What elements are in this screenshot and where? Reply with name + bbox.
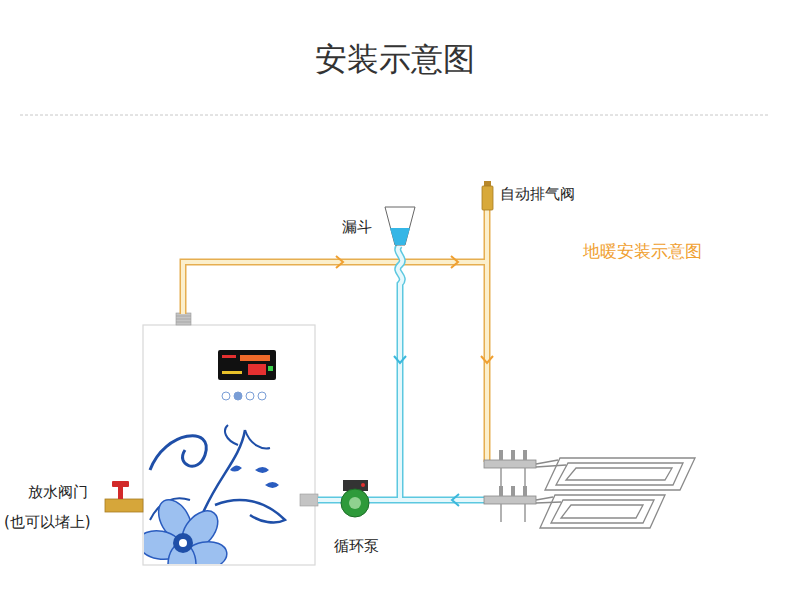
floor-heating-coils-part: [536, 465, 566, 467]
floor-heating-coils-part: [561, 505, 643, 518]
hot-supply-pipe-part: [485, 208, 489, 462]
boiler-part: [225, 425, 270, 448]
manifold-part: [499, 486, 503, 496]
boiler-part: [218, 350, 276, 380]
valve-note: (也可以堵上): [4, 513, 91, 531]
title-divider: [20, 115, 770, 116]
boiler-part: [144, 425, 285, 564]
boiler-part: [176, 319, 191, 320]
funnel-part: [390, 228, 410, 245]
title-divider-part: [20, 115, 770, 116]
floor-heating-coils-part: [536, 460, 558, 464]
air-vent: [482, 181, 493, 210]
hot-supply-pipe-part: [481, 356, 493, 363]
floor-heating-coils-part: [536, 497, 553, 500]
boiler-part: [179, 539, 187, 547]
floor-heating-coils-part: [566, 468, 672, 480]
section-note: 地暖安装示意图: [583, 241, 702, 261]
circulation-pump-part: [361, 483, 365, 487]
manifold-part: [523, 450, 527, 460]
boiler-part: [240, 355, 270, 361]
return-pipe-part: [398, 245, 403, 500]
boiler-part: [150, 436, 206, 470]
manifold-part: [524, 504, 526, 522]
manifold-part: [484, 496, 536, 504]
boiler-part: [176, 322, 191, 323]
air-vent-part: [482, 186, 493, 210]
return-pipe: [318, 245, 484, 506]
drain-valve: [105, 481, 143, 512]
manifold-part: [511, 486, 515, 496]
floor-heating-coils-part: [540, 495, 665, 528]
drain-valve-part: [112, 481, 129, 487]
hot-supply-pipe: [183, 208, 493, 462]
floor-heating-coils: [536, 458, 695, 528]
hot-supply-pipe-part: [183, 262, 487, 314]
return-pipe-part: [452, 494, 459, 506]
boiler-part: [200, 430, 245, 520]
boiler-part: [248, 364, 266, 375]
page-title: 安装示意图: [0, 40, 790, 78]
manifold-part: [523, 486, 527, 496]
manifold-part: [500, 504, 502, 522]
boiler-part: [268, 366, 273, 371]
boiler: [136, 313, 318, 587]
floor-heating-coils-part: [556, 463, 683, 485]
return-pipe-part: [398, 245, 403, 500]
floor-heating-coils-part: [545, 458, 695, 490]
drain-valve-part: [118, 487, 123, 499]
hot-supply-pipe-part: [336, 256, 343, 268]
floor-heating-coils-part: [551, 500, 654, 523]
boiler-part: [176, 313, 191, 325]
hot-supply-pipe-part: [484, 208, 491, 462]
boiler-part: [222, 355, 236, 358]
boiler-part: [215, 500, 285, 522]
hot-supply-pipe-part: [183, 262, 487, 314]
boiler-part: [173, 533, 193, 553]
funnel-label: 漏斗: [342, 218, 372, 236]
manifold-part: [499, 450, 503, 460]
circulation-pump: [341, 480, 369, 517]
manifold-part: [524, 468, 526, 486]
valve-label: 放水阀门: [28, 483, 88, 501]
boiler-part: [143, 325, 315, 565]
boiler-part: [300, 494, 318, 506]
manifold-part: [484, 460, 536, 468]
pump-label: 循环泵: [334, 537, 379, 555]
drain-valve-part: [105, 499, 143, 512]
boiler-part: [234, 392, 242, 400]
return-pipe-part: [394, 356, 406, 363]
boiler-part: [222, 392, 230, 400]
funnel: [385, 207, 415, 245]
funnel-part: [385, 207, 415, 245]
manifold: [484, 450, 536, 522]
hot-supply-pipe-part: [451, 256, 458, 268]
boiler-part: [176, 316, 191, 317]
manifold-part: [500, 468, 502, 486]
circulation-pump-part: [341, 489, 369, 517]
circulation-pump-part: [349, 497, 361, 509]
boiler-part: [258, 392, 266, 400]
boiler-part: [222, 371, 242, 374]
floor-heating-coils-part: [536, 502, 561, 503]
valve-label: 自动排气阀: [500, 185, 575, 203]
boiler-part: [230, 465, 279, 488]
manifold-part: [511, 450, 515, 460]
boiler-part: [246, 392, 254, 400]
